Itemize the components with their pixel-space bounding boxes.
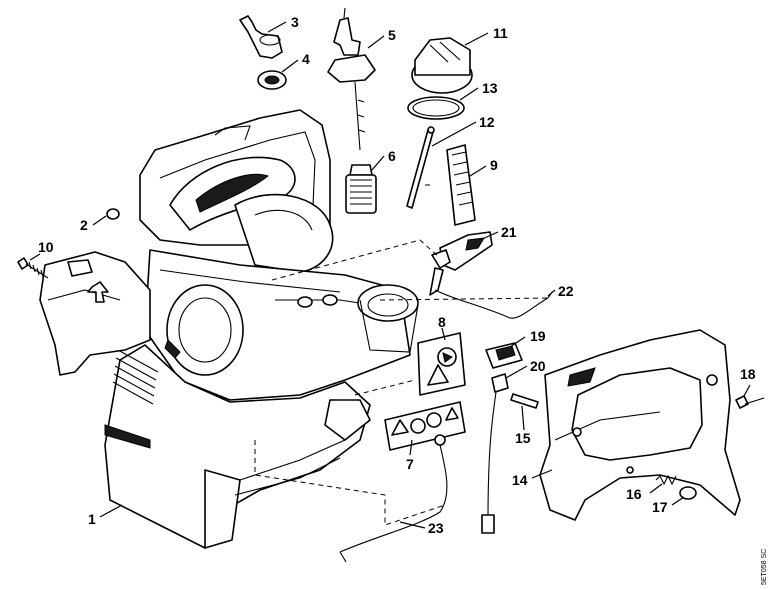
callout-14: 14 bbox=[512, 472, 528, 488]
callout-11: 11 bbox=[493, 25, 508, 41]
left-shield bbox=[39, 251, 151, 376]
callout-5: 5 bbox=[388, 27, 396, 43]
screw-10 bbox=[17, 257, 49, 279]
callout-16: 16 bbox=[626, 486, 642, 502]
warning-label-7 bbox=[384, 401, 466, 451]
callout-22: 22 bbox=[558, 283, 574, 299]
o-ring-13 bbox=[407, 96, 465, 120]
callout-19: 19 bbox=[530, 328, 546, 344]
callout-15: 15 bbox=[515, 430, 531, 446]
callout-7: 7 bbox=[406, 456, 414, 472]
callout-1: 1 bbox=[88, 511, 96, 527]
spring-16 bbox=[655, 474, 677, 486]
pin-15 bbox=[510, 393, 539, 409]
callout-12: 12 bbox=[479, 114, 495, 130]
callout-labels: 1 2 3 4 5 6 7 8 9 10 11 12 13 14 15 16 1… bbox=[38, 14, 756, 536]
tank-cap-11 bbox=[411, 37, 473, 94]
cap-17 bbox=[679, 486, 697, 500]
rod-12 bbox=[406, 126, 435, 209]
fuel-filter-6 bbox=[345, 164, 377, 214]
warning-label-8 bbox=[417, 332, 466, 396]
connector-20 bbox=[481, 373, 509, 534]
plate-9 bbox=[446, 144, 476, 226]
callout-20: 20 bbox=[530, 358, 546, 374]
callout-23: 23 bbox=[428, 520, 444, 536]
switch-19 bbox=[485, 342, 523, 369]
screw-18 bbox=[735, 395, 765, 409]
callout-9: 9 bbox=[490, 157, 498, 173]
fuel-pickup-5 bbox=[327, 7, 376, 151]
leader-lines bbox=[29, 21, 751, 529]
callout-2: 2 bbox=[80, 217, 88, 233]
callout-17: 17 bbox=[652, 499, 668, 515]
callout-6: 6 bbox=[388, 148, 396, 164]
callout-18: 18 bbox=[740, 366, 756, 382]
screw-2 bbox=[106, 208, 120, 220]
vent-slots bbox=[112, 349, 159, 405]
assembly-lines bbox=[254, 184, 551, 526]
callout-3: 3 bbox=[291, 14, 299, 30]
drawing-code: 5ET058 SC bbox=[761, 549, 768, 585]
valve-3 bbox=[239, 15, 283, 59]
callout-21: 21 bbox=[501, 224, 517, 240]
grommet-4 bbox=[257, 70, 287, 90]
callout-4: 4 bbox=[302, 51, 310, 67]
callout-10: 10 bbox=[38, 239, 54, 255]
callout-8: 8 bbox=[438, 314, 446, 330]
cable-22 bbox=[434, 289, 553, 319]
ground-wire-23 bbox=[339, 434, 448, 563]
callout-13: 13 bbox=[482, 80, 498, 96]
throttle-trigger-21 bbox=[429, 231, 493, 296]
blower-housing bbox=[104, 109, 419, 549]
handle-shell-14 bbox=[539, 329, 741, 521]
